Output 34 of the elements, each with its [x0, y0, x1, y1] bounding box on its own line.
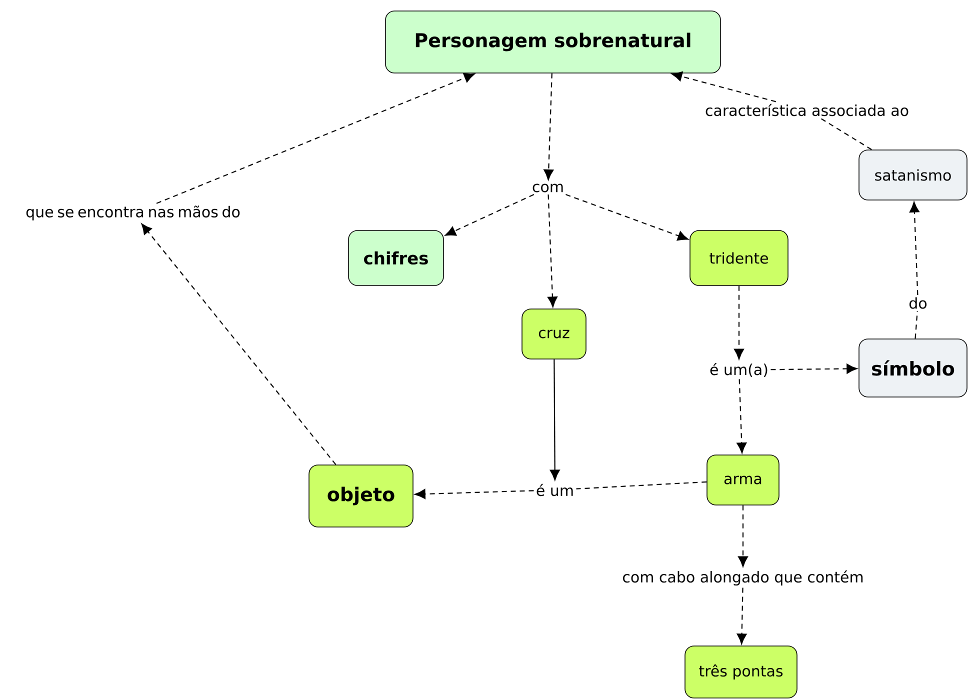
- concept-box: chifres: [348, 230, 444, 286]
- connector-line: [914, 310, 918, 339]
- concept-box: símbolo: [858, 338, 968, 398]
- concept-box: objeto: [308, 464, 414, 528]
- concept-box: Personagem sobrenatural: [385, 10, 721, 74]
- linking-phrase: é um(a): [708, 361, 770, 379]
- concept-box: arma: [706, 454, 780, 506]
- arrow: [909, 202, 920, 295]
- arrow: [736, 379, 747, 454]
- arrow: [550, 359, 560, 480]
- concept-box: satanismo: [858, 150, 968, 200]
- linking-phrase: é um: [534, 482, 576, 498]
- concept-box: três pontas: [684, 646, 798, 698]
- arrow: [671, 72, 776, 102]
- arrow: [414, 489, 534, 499]
- arrow: [544, 73, 554, 180]
- linking-phrase: que se encontra nas mãos do: [24, 204, 242, 222]
- linking-phrase: característica associada ao: [703, 102, 911, 118]
- linking-phrase: do: [906, 295, 930, 311]
- linking-phrase: com: [530, 182, 566, 194]
- connector-line: [576, 481, 707, 490]
- arrow: [141, 223, 336, 465]
- arrow: [156, 73, 475, 204]
- arrow: [445, 194, 534, 236]
- arrow: [548, 194, 558, 308]
- arrow: [566, 194, 688, 241]
- arrow: [738, 505, 748, 567]
- linking-phrase: com cabo alongado que contém: [620, 568, 866, 588]
- concept-box: cruz: [522, 308, 586, 360]
- arrow: [770, 364, 858, 374]
- connector-line: [820, 118, 872, 150]
- arrow: [736, 588, 747, 644]
- concept-box: tridente: [690, 230, 788, 286]
- arrow: [734, 286, 744, 360]
